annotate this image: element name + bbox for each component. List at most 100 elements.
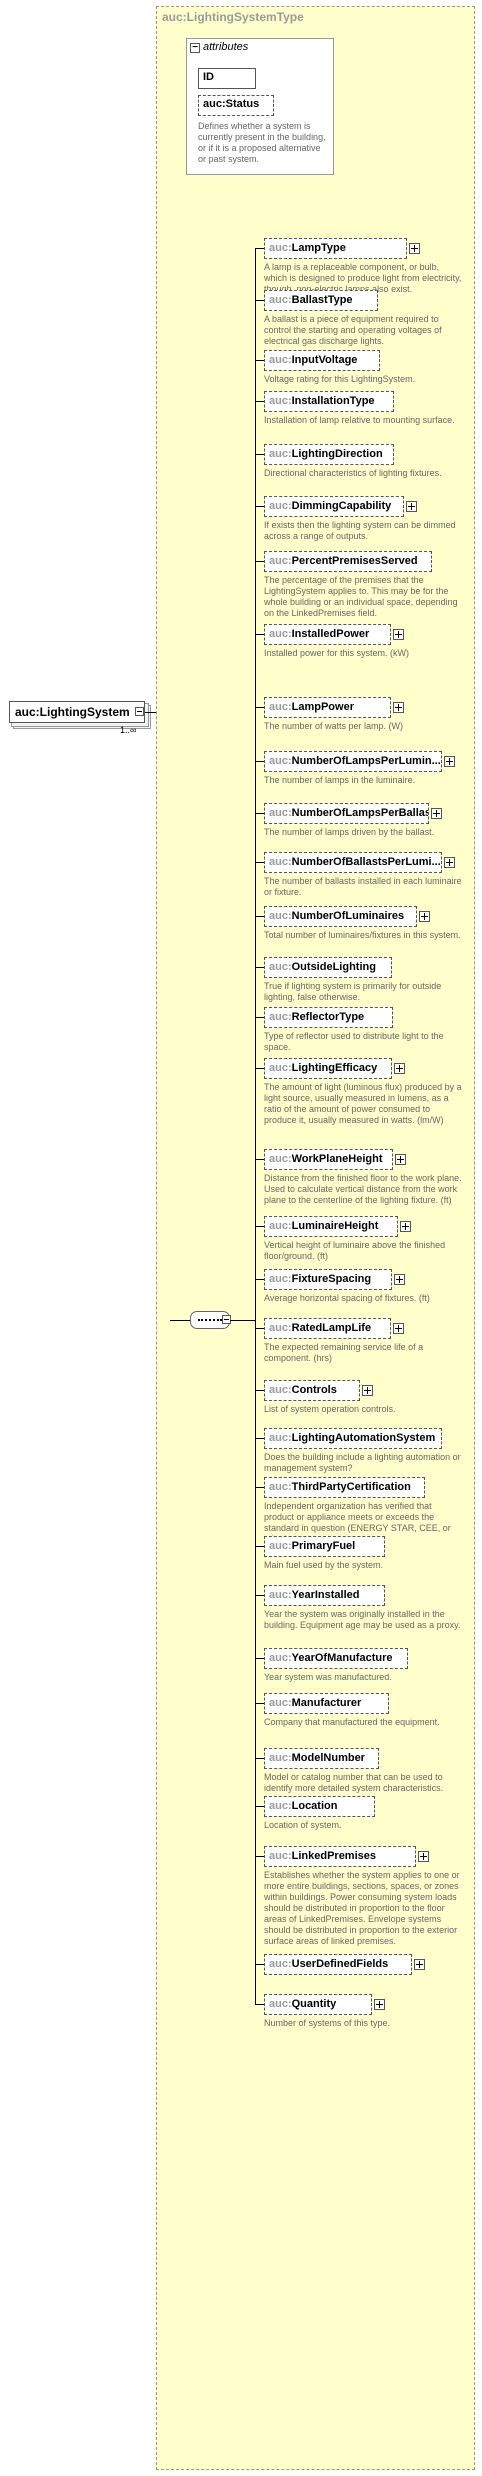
namespace-prefix: auc: [269, 1540, 292, 1552]
child-element[interactable]: auc:LampPower [264, 697, 391, 718]
child-element[interactable]: auc:FixtureSpacing [264, 1269, 392, 1290]
child-element-name: LightingEfficacy [291, 1062, 378, 1074]
expand-icon[interactable] [444, 857, 455, 868]
connector-line [255, 300, 264, 301]
child-element[interactable]: auc:BallastType [264, 290, 378, 311]
namespace-prefix: auc: [269, 701, 292, 713]
child-element-name: NumberOfLampsPerBallast [291, 807, 429, 819]
namespace-prefix: auc: [269, 1011, 292, 1023]
namespace-prefix: auc: [269, 294, 292, 306]
child-element[interactable]: auc:LinkedPremises [264, 1846, 416, 1867]
attribute-id[interactable]: ID [198, 68, 256, 89]
connector-line [145, 712, 156, 713]
child-element-description: A lamp is a replaceable component, or bu… [264, 262, 462, 294]
connector-line [255, 634, 264, 635]
child-element[interactable]: auc:ThirdPartyCertification [264, 1477, 425, 1498]
child-element[interactable]: auc:PercentPremisesServed [264, 551, 432, 572]
child-element-description: Does the building include a lighting aut… [264, 1452, 461, 1473]
connector-line [255, 761, 264, 762]
namespace-prefix: auc: [269, 1752, 292, 1764]
namespace-prefix: auc: [269, 1958, 292, 1970]
expand-icon[interactable] [393, 702, 404, 713]
child-element[interactable]: auc:LightingDirection [264, 444, 394, 465]
child-element-name: YearOfManufacture [291, 1652, 393, 1664]
connector-line [255, 1226, 264, 1227]
child-element[interactable]: auc:YearInstalled [264, 1585, 385, 1606]
connector-line [255, 1758, 264, 1759]
expand-icon[interactable] [431, 808, 442, 819]
expand-icon[interactable] [362, 1385, 373, 1396]
child-element[interactable]: auc:UserDefinedFields [264, 1954, 412, 1975]
child-element-name: OutsideLighting [291, 961, 376, 973]
child-element-description: List of system operation controls. [264, 1404, 396, 1414]
child-element-description: Voltage rating for this LightingSystem. [264, 374, 416, 384]
child-element[interactable]: auc:Manufacturer [264, 1693, 389, 1714]
namespace-prefix: auc: [269, 395, 292, 407]
root-collapse-icon[interactable] [135, 707, 144, 716]
expand-icon[interactable] [414, 1959, 425, 1970]
child-element[interactable]: auc:RatedLampLife [264, 1318, 391, 1339]
child-element[interactable]: auc:LampType [264, 238, 407, 259]
child-element[interactable]: auc:WorkPlaneHeight [264, 1149, 393, 1170]
attribute-status[interactable]: auc:Status [198, 95, 274, 116]
child-element[interactable]: auc:Controls [264, 1380, 360, 1401]
child-element[interactable]: auc:Location [264, 1796, 375, 1817]
expand-icon[interactable] [419, 911, 430, 922]
child-element[interactable]: auc:NumberOfLampsPerLumin... [264, 751, 442, 772]
namespace-prefix: auc: [269, 354, 292, 366]
child-element-description: Installed power for this system. (kW) [264, 648, 410, 658]
root-element[interactable]: auc:LightingSystem [9, 701, 145, 723]
namespace-prefix: auc: [269, 500, 292, 512]
child-element-description: The number of lamps in the luminaire. [264, 775, 416, 785]
child-element-name: Controls [291, 1384, 337, 1396]
child-element-description: A ballast is a piece of equipment requir… [264, 314, 442, 346]
namespace-prefix: auc: [269, 1384, 292, 1396]
child-element[interactable]: auc:OutsideLighting [264, 957, 392, 978]
expand-icon[interactable] [418, 1851, 429, 1862]
expand-icon[interactable] [393, 1323, 404, 1334]
child-element-name: ThirdPartyCertification [291, 1481, 411, 1493]
child-element[interactable]: auc:InputVoltage [264, 350, 380, 371]
child-element[interactable]: auc:NumberOfLampsPerBallast [264, 803, 429, 824]
child-element[interactable]: auc:YearOfManufacture [264, 1648, 408, 1669]
expand-icon[interactable] [374, 1999, 385, 2010]
connector-line [255, 1658, 264, 1659]
child-element-description: Main fuel used by the system. [264, 1560, 384, 1570]
connector-line [170, 1320, 190, 1321]
type-title: auc:LightingSystemType [162, 10, 304, 24]
expand-icon[interactable] [394, 1274, 405, 1285]
child-element[interactable]: auc:NumberOfLuminaires [264, 906, 417, 927]
namespace-prefix: auc: [269, 1998, 292, 2010]
attributes-header: attributes [203, 41, 249, 53]
expand-icon[interactable] [400, 1221, 411, 1232]
child-element-description: Installation of lamp relative to mountin… [264, 415, 455, 425]
child-element[interactable]: auc:InstallationType [264, 391, 394, 412]
sequence-collapse-icon[interactable] [222, 1315, 231, 1324]
child-element-name: Manufacturer [291, 1697, 362, 1709]
connector-line [255, 967, 264, 968]
child-element[interactable]: auc:InstalledPower [264, 624, 391, 645]
connector-line [255, 1328, 264, 1329]
collapse-icon[interactable]: − [190, 43, 200, 53]
child-element-name: Location [291, 1800, 338, 1812]
child-element[interactable]: auc:Quantity [264, 1994, 372, 2015]
expand-icon[interactable] [406, 501, 417, 512]
expand-icon[interactable] [444, 756, 455, 767]
child-element[interactable]: auc:LightingEfficacy [264, 1058, 392, 1079]
child-element[interactable]: auc:DimmingCapability [264, 496, 404, 517]
expand-icon[interactable] [394, 1063, 405, 1074]
child-element[interactable]: auc:LightingAutomationSystem [264, 1428, 442, 1449]
child-element-name: UserDefinedFields [291, 1958, 389, 1970]
connector-line [255, 248, 264, 249]
expand-icon[interactable] [395, 1154, 406, 1165]
expand-icon[interactable] [393, 629, 404, 640]
expand-icon[interactable] [409, 243, 420, 254]
namespace-prefix: auc: [269, 1322, 292, 1334]
child-element[interactable]: auc:ModelNumber [264, 1748, 379, 1769]
child-element[interactable]: auc:ReflectorType [264, 1007, 393, 1028]
child-element[interactable]: auc:PrimaryFuel [264, 1536, 385, 1557]
child-element[interactable]: auc:LuminaireHeight [264, 1216, 398, 1237]
connector-line [255, 506, 264, 507]
child-element[interactable]: auc:NumberOfBallastsPerLumi... [264, 852, 442, 873]
connector-line [255, 1595, 264, 1596]
